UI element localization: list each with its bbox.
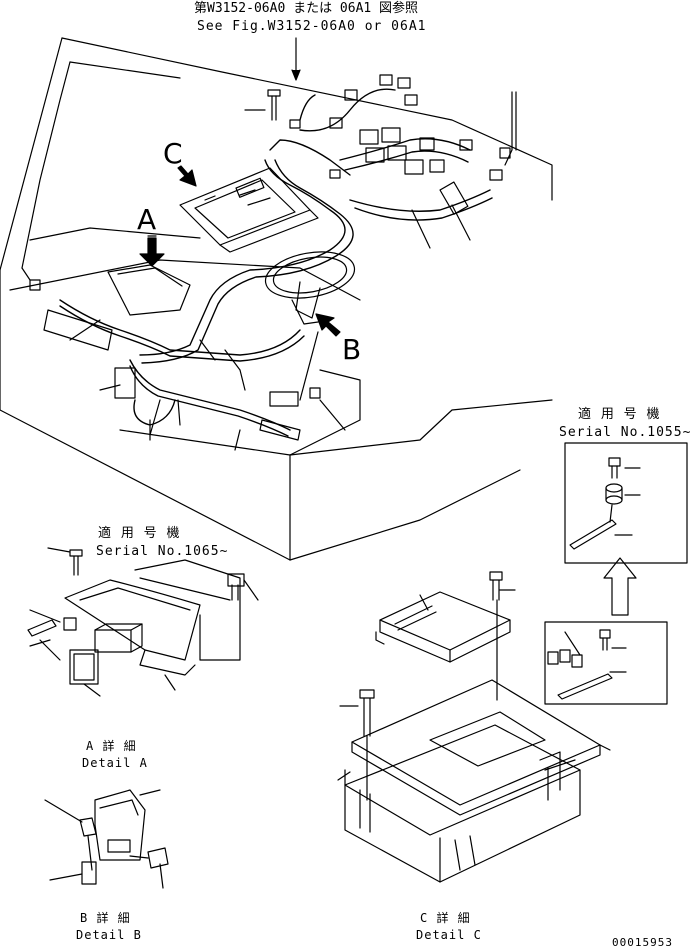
serial-note-a-en: Serial No.1065~	[96, 544, 229, 559]
cab-outline	[0, 37, 553, 561]
detail-a-title-en: Detail A	[82, 756, 148, 770]
detail-c-drawing	[337, 571, 611, 883]
view-arrows	[139, 165, 341, 337]
serial-note-c-jp: 適 用 号 機	[578, 407, 661, 422]
ref-arrow	[291, 69, 301, 81]
view-label-a: A	[137, 203, 157, 236]
view-label-c: C	[163, 137, 183, 170]
controller-box-main	[179, 167, 319, 253]
detail-b-title-jp: B 詳 細	[80, 911, 131, 925]
dash-components	[29, 279, 321, 451]
view-label-b: B	[342, 333, 362, 366]
drawing-number: 00015953	[612, 936, 673, 949]
serial-note-c-en: Serial No.1055~	[559, 425, 692, 440]
leader-lines-main	[69, 204, 471, 436]
serial-note-a-jp: 適 用 号 機	[98, 526, 181, 541]
up-arrow	[603, 557, 637, 616]
reference-note-en: See Fig.W3152-06A0 or 06A1	[197, 19, 427, 34]
bolt-main	[244, 89, 281, 121]
serial-1055-inset	[564, 442, 688, 564]
connector-cluster	[289, 74, 517, 215]
serial-box-lower	[544, 621, 668, 705]
reference-note-jp: 第W3152-06A0 または 06A1 図参照	[194, 1, 419, 16]
b-leader	[299, 331, 319, 401]
detail-b-drawing	[44, 789, 169, 889]
detail-c-title-jp: C 詳 細	[420, 911, 471, 925]
detail-a-title-jp: A 詳 細	[86, 739, 137, 753]
wire-harness	[59, 88, 493, 437]
detail-b-title-en: Detail B	[76, 928, 142, 942]
detail-c-title-en: Detail C	[416, 928, 482, 942]
steering-wheel	[264, 251, 356, 325]
detail-a-drawing	[27, 547, 259, 697]
dash-panel	[43, 264, 191, 351]
